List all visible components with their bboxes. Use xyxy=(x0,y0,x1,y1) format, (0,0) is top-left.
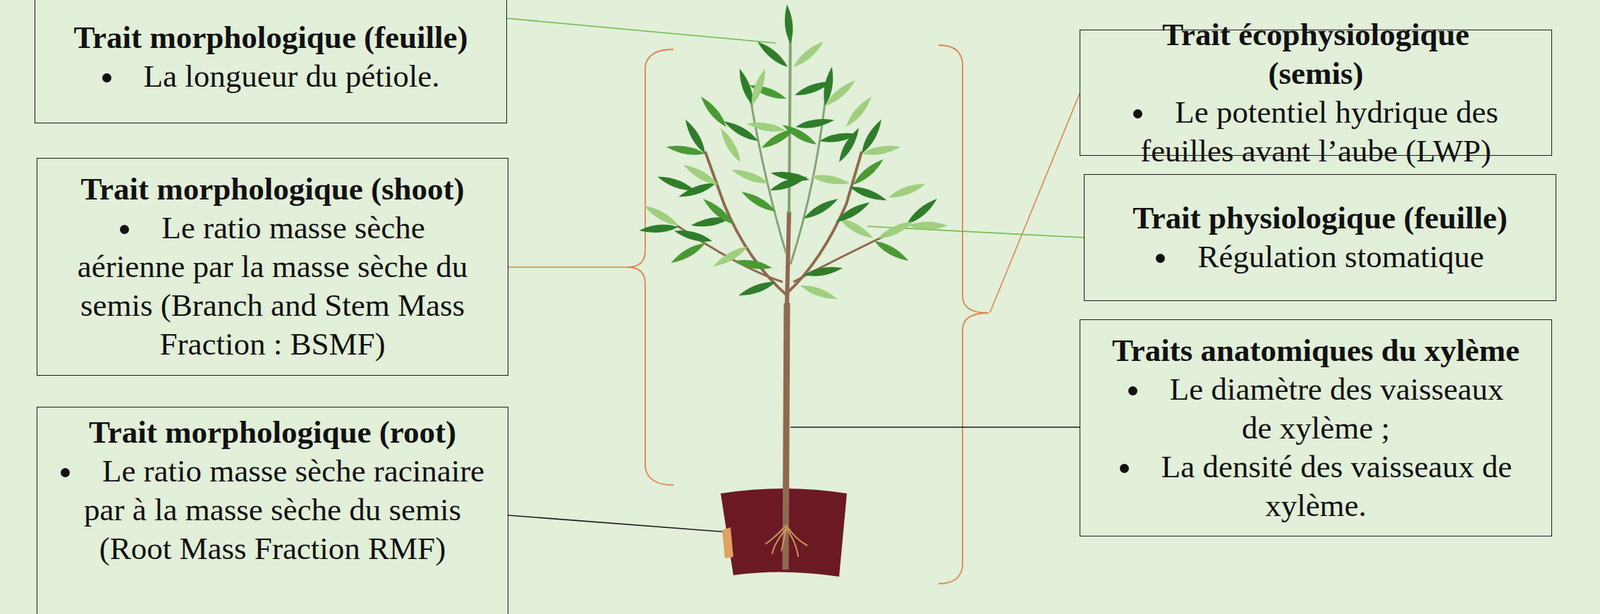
leader-line xyxy=(507,18,776,44)
leaf xyxy=(872,237,911,265)
leaf xyxy=(642,202,681,230)
leaf xyxy=(798,282,839,303)
bullet-list: Régulation stomatique xyxy=(1112,237,1528,277)
trait-box: Trait physiologique (feuille)Régulation … xyxy=(1083,174,1557,302)
leader-line xyxy=(508,266,628,268)
leaf xyxy=(732,257,773,273)
leaf xyxy=(739,188,778,216)
leaf xyxy=(669,239,708,267)
box-heading: Trait écophysiologique (semis) xyxy=(1119,15,1513,94)
bullet-item: Le ratio masse sèche aérienne par la mas… xyxy=(76,208,469,364)
bracket xyxy=(627,49,674,486)
bullet-item: Le diamètre des vaisseaux de xylème ; xyxy=(1112,370,1520,448)
bullet-item: La densité des vaisseaux de xylème. xyxy=(1112,447,1520,526)
leaf xyxy=(665,143,706,158)
leaf xyxy=(736,278,777,299)
roots xyxy=(765,525,808,558)
leaf xyxy=(748,66,769,107)
bullet-item: Le ratio masse sèche racinaire par à la … xyxy=(58,452,487,569)
bracket xyxy=(938,45,989,584)
bullet-list: Le ratio masse sèche aérienne par la mas… xyxy=(76,208,469,364)
leaf xyxy=(780,121,819,149)
bullet-list: Le potentiel hydrique des feuilles avant… xyxy=(1119,93,1513,171)
leaf xyxy=(746,119,787,135)
leaf xyxy=(794,116,835,132)
bullet-list: La longueur du pétiole. xyxy=(63,57,479,96)
box-heading: Traits anatomiques du xylème xyxy=(1112,331,1520,371)
leaf xyxy=(843,94,875,130)
leaf xyxy=(681,161,720,189)
leader-line xyxy=(990,93,1080,313)
leaf xyxy=(638,223,680,235)
leaf xyxy=(860,143,902,158)
leaf xyxy=(755,38,791,70)
leaf xyxy=(717,126,744,165)
bullet-item: La longueur du pétiole. xyxy=(63,57,479,96)
bullet-item: Le potentiel hydrique des feuilles avant… xyxy=(1119,93,1513,171)
leaf xyxy=(810,172,851,188)
box-heading: Trait physiologique (feuille) xyxy=(1132,198,1508,238)
bullet-list: Le diamètre des vaisseaux de xylème ;La … xyxy=(1112,370,1520,526)
leaf xyxy=(672,227,713,245)
trait-box: Trait morphologique (shoot)Le ratio mass… xyxy=(36,157,509,376)
box-heading: Trait morphologique (feuille) xyxy=(73,18,468,58)
trait-box: Trait morphologique (root)Le ratio masse… xyxy=(36,406,509,614)
bullet-item: Régulation stomatique xyxy=(1112,237,1528,277)
box-heading: Trait morphologique (shoot) xyxy=(80,169,464,209)
leaf xyxy=(850,156,886,188)
leaf xyxy=(729,166,770,187)
leaf xyxy=(833,198,872,226)
leaf xyxy=(887,180,927,201)
leader-line xyxy=(790,426,1080,429)
leaf xyxy=(835,126,863,165)
foliage xyxy=(638,4,948,304)
trait-box: Trait morphologique (feuille)La longueur… xyxy=(34,0,508,124)
leaf xyxy=(698,94,730,130)
trait-box: Trait écophysiologique (semis)Le potenti… xyxy=(1079,29,1553,156)
leaf xyxy=(770,169,811,185)
trait-box: Traits anatomiques du xylèmeLe diamètre … xyxy=(1079,319,1553,537)
leaf xyxy=(908,222,948,230)
leaf xyxy=(655,173,696,194)
box-heading: Trait morphologique (root) xyxy=(88,413,457,453)
leaf xyxy=(801,195,840,223)
leaf xyxy=(783,4,795,45)
leaf xyxy=(803,264,844,280)
leaf xyxy=(876,217,916,242)
leaf xyxy=(822,77,858,109)
leaf xyxy=(848,183,888,204)
leaf xyxy=(700,196,737,228)
bullet-list: Le ratio masse sèche racinaire par à la … xyxy=(58,452,487,569)
pot-label xyxy=(722,527,734,559)
leaf xyxy=(790,38,826,70)
